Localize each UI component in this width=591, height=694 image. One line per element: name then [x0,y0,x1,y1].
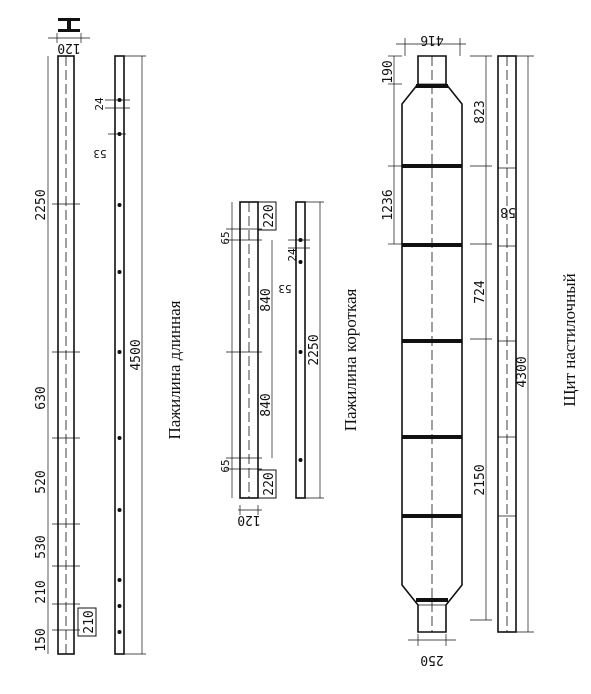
long-beam-segment-5: 150 [34,628,49,651]
deck-panel-top-width: 416 [420,32,443,47]
short-beam-block-top [257,201,277,231]
short-beam-block-top-label: 220 [262,204,277,227]
short-beam-mid-bottom: 840 [259,393,274,416]
short-beam-block-bottom [257,469,277,499]
deck-panel-side-ticks [498,167,516,517]
long-beam-half-length: 2250 [34,189,49,220]
long-beam-holes [117,98,122,634]
long-beam-group: 120 2250 630 520 530 210 150 210 [34,18,146,655]
caption-long-beam: Пажилина длинная [165,300,184,439]
deck-panel-lower: 2150 [473,464,488,495]
long-beam-front-view [114,55,125,655]
short-beam-front-view [295,201,306,499]
short-beam-group: 65 65 220 220 840 840 120 24 53 2250 [219,201,324,527]
deck-panel-end-top: 190 [381,60,396,83]
deck-panel-taper: 823 [473,100,488,123]
deck-panel-total-length: 4300 [515,356,530,387]
deck-panel-bottom-width: 250 [420,652,443,667]
long-beam-total-length: 4500 [129,339,144,370]
caption-short-beam: Пажилина короткая [341,289,360,432]
short-beam-mid-top: 840 [259,288,274,311]
long-beam-end-block-label: 210 [82,610,97,633]
long-beam-segment-3: 530 [34,535,49,558]
long-beam-hole-offset: 53 [93,147,106,160]
short-beam-block-bottom-label: 220 [262,472,277,495]
long-beam-hole-spacing: 24 [93,97,106,111]
short-beam-end-bottom: 65 [219,459,232,472]
long-beam-segment-4: 210 [34,580,49,603]
deck-panel-board-spacing: 1236 [381,189,396,220]
short-beam-width: 120 [237,512,260,527]
long-beam-end-block [77,607,97,637]
deck-panel-middle: 724 [473,280,488,304]
short-beam-end-top: 65 [219,231,232,244]
caption-deck-panel: Щит настилочный [560,273,579,406]
short-beam-hole-offset: 53 [278,282,291,295]
long-beam-segment-2: 520 [34,470,49,493]
short-beam-hole-spacing: 24 [286,248,299,262]
short-beam-holes [298,238,303,462]
deck-panel-thickness: 58 [500,204,516,219]
short-beam-length: 2250 [307,334,322,365]
long-beam-width: 120 [57,40,80,55]
deck-panel-group: 416 190 1236 823 724 2 [381,32,534,667]
long-beam-ticks [52,203,80,631]
deck-panel-cross-boards [402,84,462,602]
profile-symbol-icon [58,18,80,32]
long-beam-segment-1: 630 [34,386,49,409]
